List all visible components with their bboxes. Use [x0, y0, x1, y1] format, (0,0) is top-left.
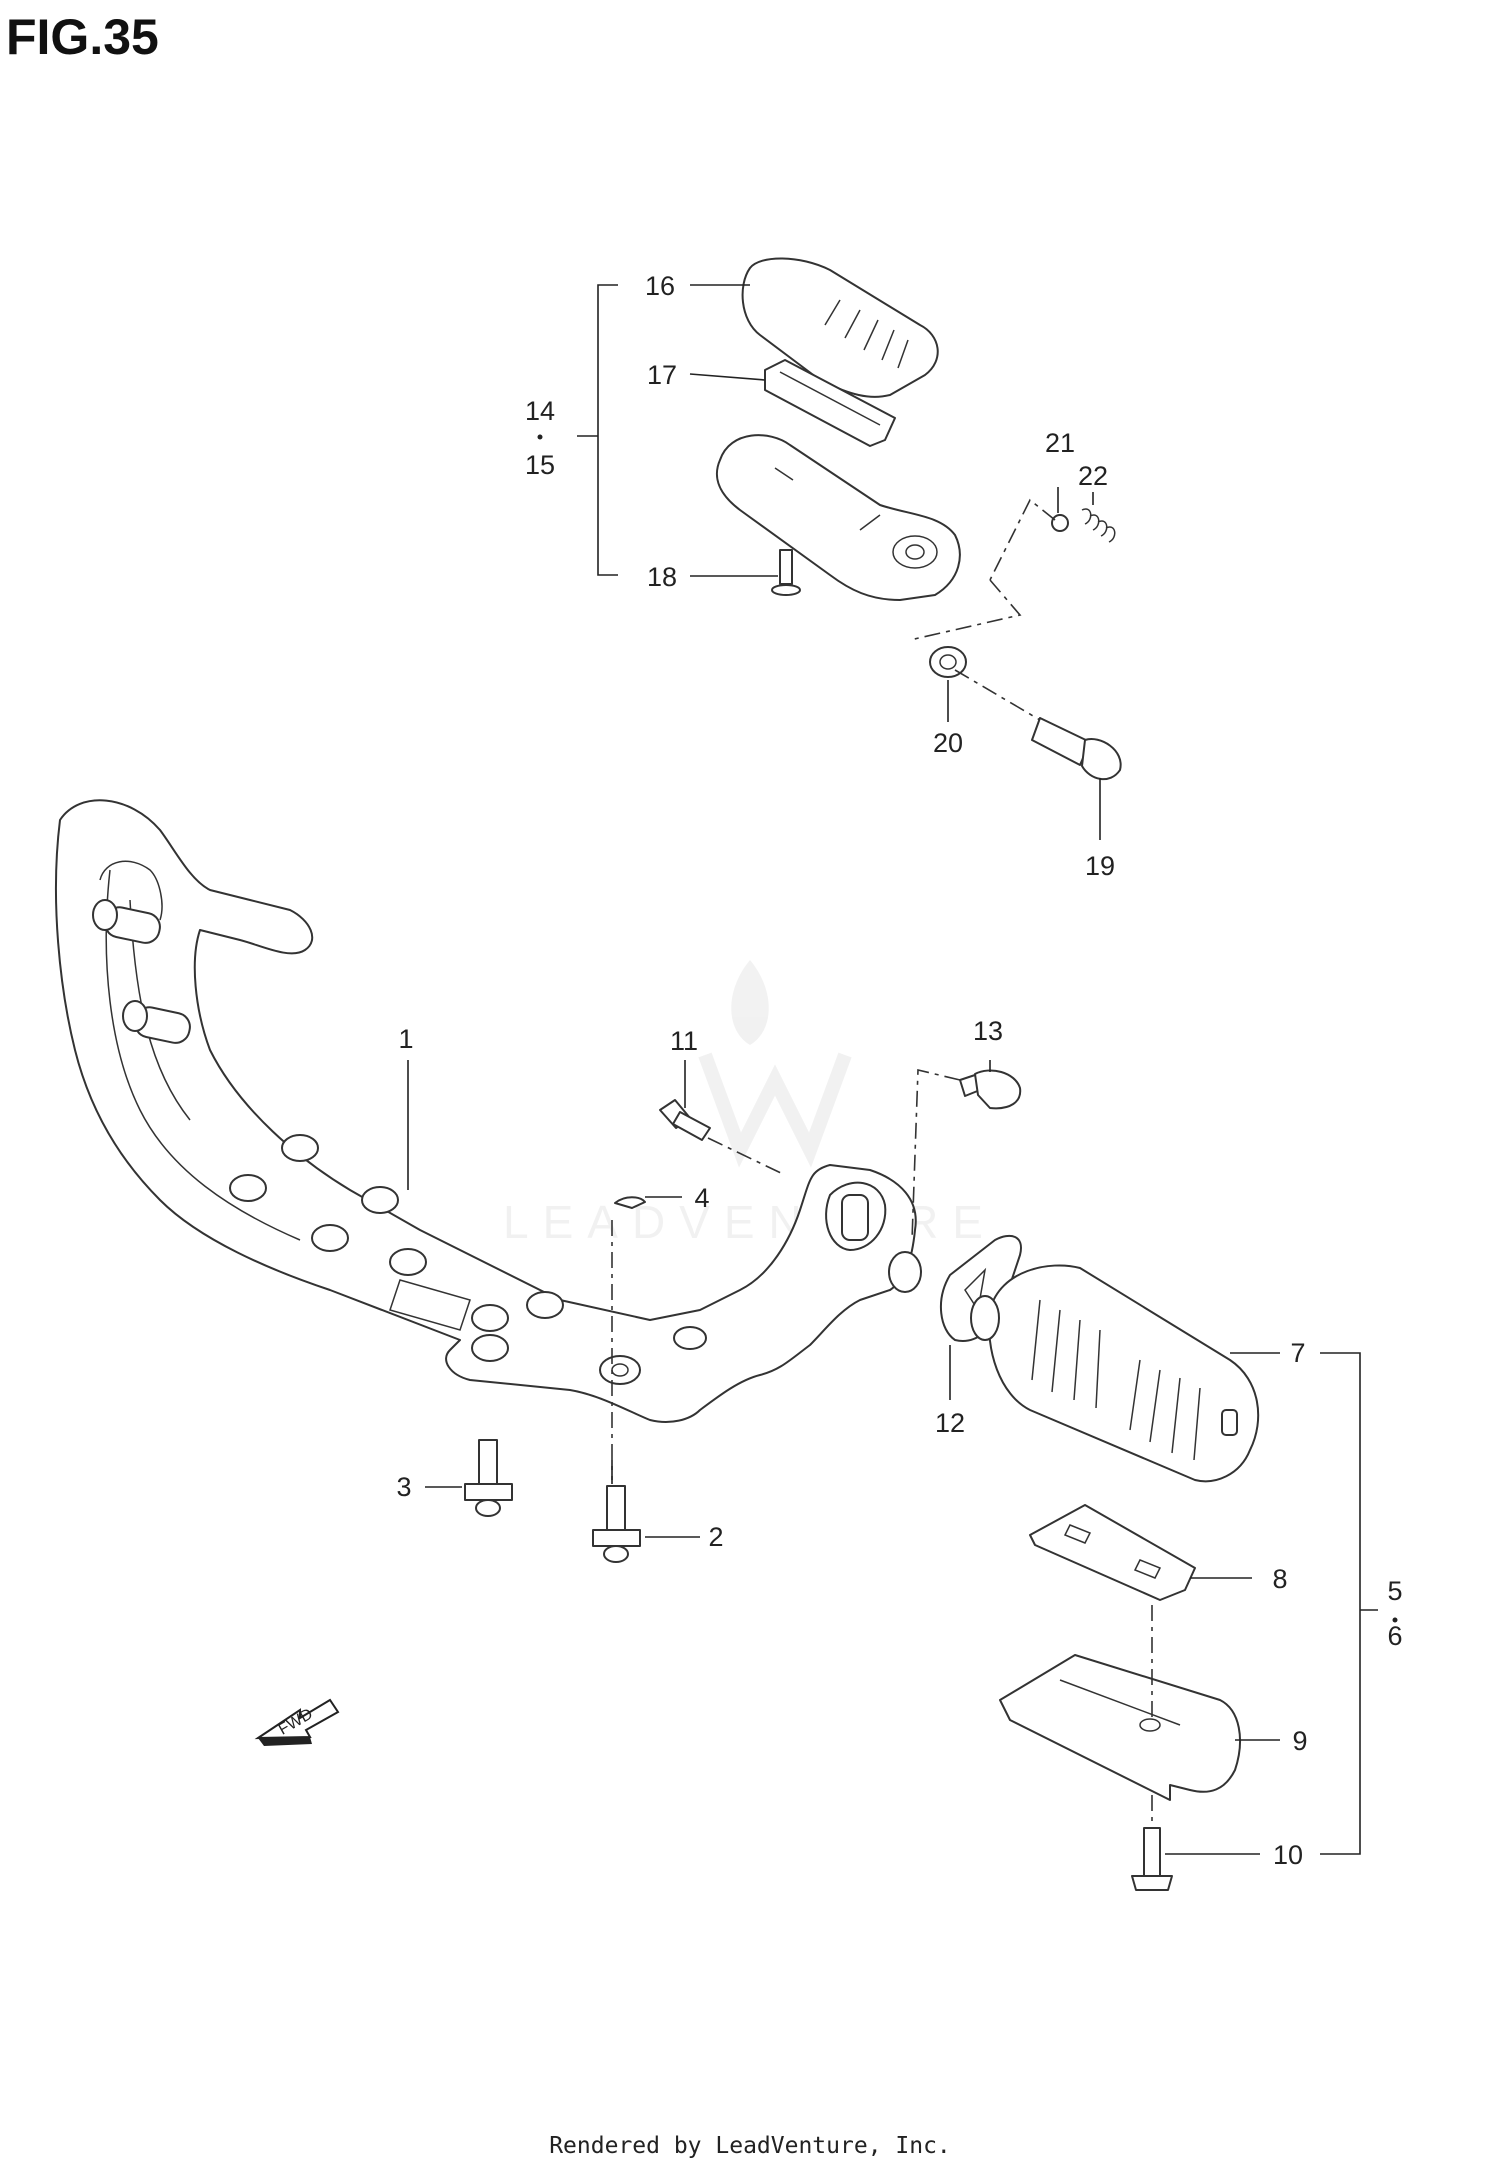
- callout-15: 15: [525, 450, 555, 480]
- part-21-ball: [1051, 514, 1069, 532]
- callout-8: 8: [1272, 1564, 1287, 1594]
- part-4-pin: [614, 1196, 646, 1209]
- part-18-screw: [771, 549, 801, 596]
- leader-lines: [407, 284, 1378, 1855]
- callout-5: 5: [1387, 1576, 1402, 1606]
- part-22-spring: [1081, 508, 1116, 543]
- part-10-screw: [1131, 1827, 1173, 1891]
- watermark-text: LEADVENTURE: [503, 1196, 997, 1248]
- callout-14: 14: [525, 396, 555, 426]
- part-1-bracket: [55, 799, 922, 1423]
- callout-7: 7: [1290, 1338, 1305, 1368]
- rear-footrest-body: [715, 434, 961, 601]
- part-2-bolt: [592, 1485, 641, 1563]
- part-20-washer: [929, 646, 967, 678]
- fwd-arrow-icon: FWD: [254, 1698, 340, 1746]
- callout-21: 21: [1045, 428, 1075, 458]
- part-16-rubber: [741, 257, 939, 398]
- callout-2: 2: [708, 1522, 723, 1552]
- callout-5-6-dot: [1392, 1617, 1398, 1623]
- callout-10: 10: [1273, 1840, 1303, 1870]
- callout-18: 18: [647, 562, 677, 592]
- part-13-pin: [959, 1069, 1022, 1110]
- part-17-plate: [764, 359, 896, 447]
- callout-13: 13: [973, 1016, 1003, 1046]
- callout-12: 12: [935, 1408, 965, 1438]
- part-8-plate: [1029, 1504, 1196, 1601]
- part-9-holder: [999, 1654, 1241, 1801]
- callout-3: 3: [396, 1472, 411, 1502]
- callout-17: 17: [647, 360, 677, 390]
- callout-16: 16: [645, 271, 675, 301]
- callout-1: 1: [398, 1024, 413, 1054]
- watermark-logo: LEADVENTURE: [503, 960, 997, 1248]
- footer-credit: Rendered by LeadVenture, Inc.: [549, 2133, 951, 2159]
- callout-4: 4: [694, 1183, 709, 1213]
- part-3-bolt: [464, 1439, 513, 1517]
- part-7-rubber: [970, 1264, 1260, 1483]
- callout-19: 19: [1085, 851, 1115, 881]
- callout-22: 22: [1078, 461, 1108, 491]
- callout-20: 20: [933, 728, 963, 758]
- rear-footrest-assembly: [715, 257, 1122, 781]
- callout-6: 6: [1387, 1621, 1402, 1651]
- callout-9: 9: [1292, 1726, 1307, 1756]
- callout-labels: 1 2 3 4 5 6 7 8 9 10 11 12 13 14 15 16 1…: [396, 271, 1402, 1870]
- part-11-bolt: [659, 1099, 711, 1141]
- part-19-bolt: [1031, 717, 1122, 781]
- callout-11: 11: [670, 1026, 698, 1056]
- callout-14-15-dot: [537, 434, 543, 440]
- figure-title: FIG.35: [6, 9, 159, 65]
